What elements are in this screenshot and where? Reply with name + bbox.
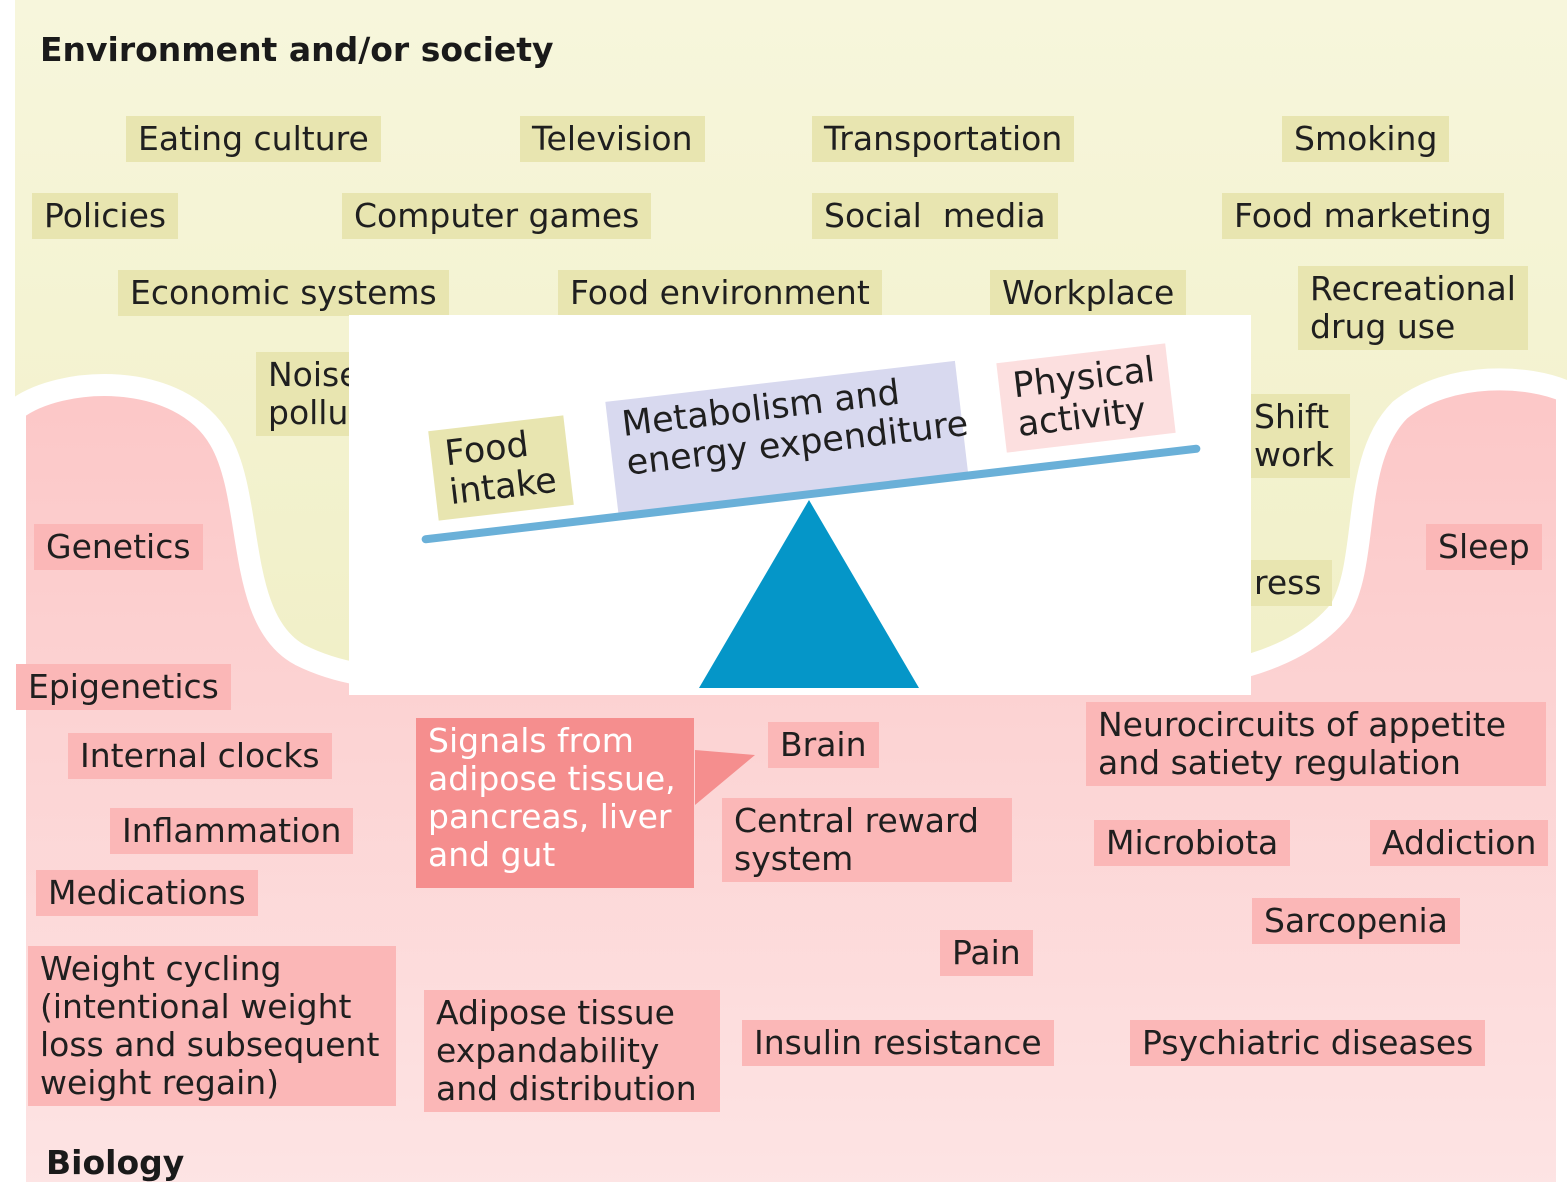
adipose-tissue-label: Adipose tissue expandability and distrib… bbox=[424, 990, 720, 1112]
social-media-label: Social media bbox=[812, 193, 1058, 239]
workplace-label: Workplace bbox=[990, 270, 1187, 316]
fulcrum-triangle bbox=[699, 500, 919, 688]
food-intake-box: Food intake bbox=[428, 415, 574, 521]
policies-label: Policies bbox=[32, 193, 179, 239]
sarcopenia-label: Sarcopenia bbox=[1252, 898, 1460, 944]
addiction-label: Addiction bbox=[1370, 820, 1549, 866]
neurocircuits-label: Neurocircuits of appetite and satiety re… bbox=[1086, 702, 1546, 786]
noise-pollution-label: Noise pollu bbox=[256, 352, 356, 436]
signals-label: Signals from adipose tissue, pancreas, l… bbox=[416, 718, 694, 888]
medications-label: Medications bbox=[36, 870, 258, 916]
internal-clocks-label: Internal clocks bbox=[68, 733, 332, 779]
epigenetics-label: Epigenetics bbox=[16, 664, 231, 710]
television-label: Television bbox=[520, 116, 705, 162]
psychiatric-diseases-label: Psychiatric diseases bbox=[1130, 1020, 1486, 1066]
computer-games-label: Computer games bbox=[342, 193, 652, 239]
food-environment-label: Food environment bbox=[558, 270, 882, 316]
recreational-drug-use-label: Recreational drug use bbox=[1298, 266, 1528, 350]
signals-callout-pointer bbox=[695, 750, 755, 805]
pain-label: Pain bbox=[940, 930, 1033, 976]
stress-label: ress bbox=[1242, 560, 1332, 606]
food-marketing-label: Food marketing bbox=[1222, 193, 1504, 239]
eating-culture-label: Eating culture bbox=[126, 116, 381, 162]
environment-section-title: Environment and/or society bbox=[40, 30, 554, 69]
genetics-label: Genetics bbox=[34, 524, 203, 570]
sleep-label: Sleep bbox=[1426, 524, 1542, 570]
microbiota-label: Microbiota bbox=[1094, 820, 1291, 866]
smoking-label: Smoking bbox=[1282, 116, 1450, 162]
physical-activity-box: Physical activity bbox=[996, 343, 1177, 453]
weight-cycling-label: Weight cycling (intentional weight loss … bbox=[28, 946, 396, 1106]
energy-balance-panel: Food intake Metabolism and energy expend… bbox=[349, 315, 1251, 695]
inflammation-label: Inflammation bbox=[110, 808, 354, 854]
economic-systems-label: Economic systems bbox=[118, 270, 449, 316]
central-reward-label: Central reward system bbox=[722, 798, 1012, 882]
shift-work-label: Shift work bbox=[1242, 394, 1350, 478]
transportation-label: Transportation bbox=[812, 116, 1075, 162]
insulin-resistance-label: Insulin resistance bbox=[742, 1020, 1054, 1066]
biology-section-title: Biology bbox=[46, 1143, 185, 1182]
brain-label: Brain bbox=[768, 722, 879, 768]
